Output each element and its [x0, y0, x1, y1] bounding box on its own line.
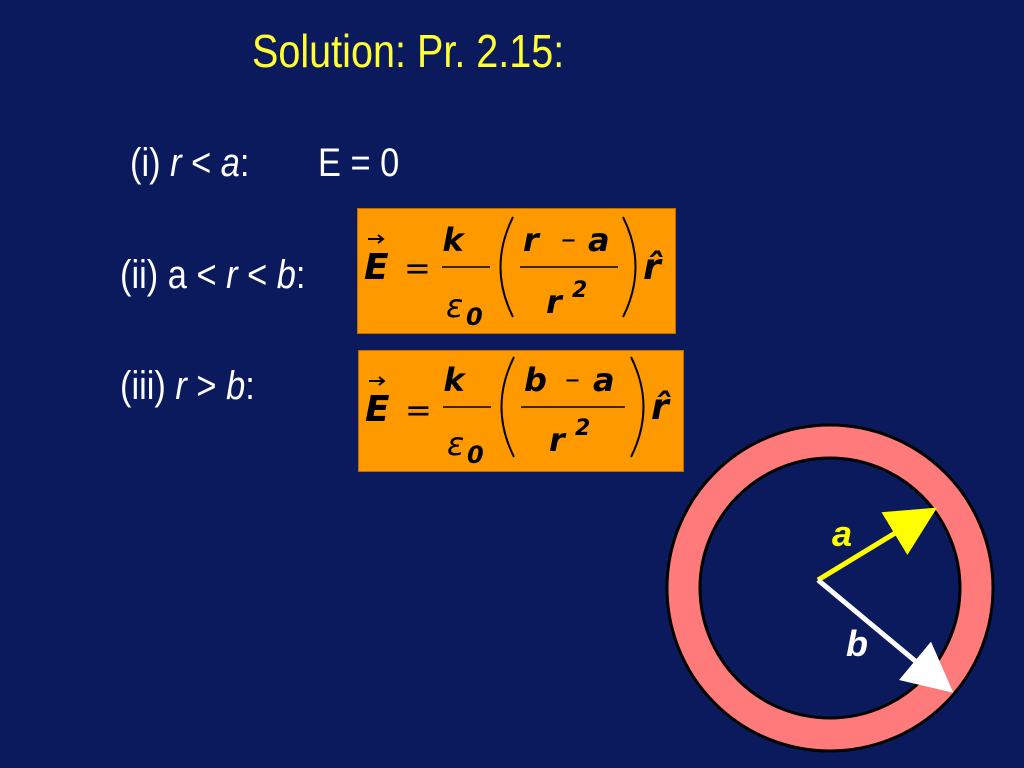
- case-iii-condition: (iii) r > b:: [120, 364, 255, 408]
- eq-inner-superscript: 2: [572, 278, 587, 303]
- eq-minus: –: [561, 222, 576, 257]
- eq-unit-vector: r̂: [643, 247, 664, 288]
- label-a: a: [832, 513, 852, 554]
- eq-inner-numerator-right: a: [593, 361, 615, 399]
- page-title: Solution: Pr. 2.15:: [252, 25, 565, 77]
- eq-inner-numerator-right: a: [588, 221, 610, 259]
- right-paren-icon: [622, 216, 637, 318]
- eq-inner-denominator: r: [549, 421, 567, 459]
- eq-numerator: k: [443, 361, 466, 399]
- eq-inner-superscript: 2: [575, 416, 590, 441]
- eq-numerator: k: [442, 221, 465, 259]
- eq-minus: –: [565, 362, 580, 397]
- equation-iii: E = k ε 0 b – a r 2 r̂: [365, 356, 672, 469]
- equation-box-ii: E = k ε 0 r – a r 2 r̂: [357, 208, 676, 334]
- vector-arrow-icon: [368, 234, 385, 244]
- spherical-shell-diagram: a b: [660, 420, 1000, 760]
- eq-inner-numerator-left: b: [524, 361, 547, 399]
- eq-inner-numerator-left: r: [523, 221, 541, 259]
- label-b: b: [846, 623, 868, 664]
- eq-lhs: E: [364, 247, 389, 288]
- eq-lhs: E: [365, 389, 390, 430]
- eq-equals: =: [405, 391, 432, 429]
- eq-epsilon-subscript: 0: [466, 303, 483, 331]
- eq-equals: =: [404, 249, 431, 287]
- left-paren-icon: [500, 356, 515, 458]
- case-ii-condition: (ii) a < r < b:: [120, 253, 306, 297]
- eq-epsilon: ε: [446, 287, 463, 325]
- eq-epsilon: ε: [447, 425, 464, 463]
- right-paren-icon: [630, 356, 645, 458]
- case-i-result: E = 0: [318, 141, 400, 185]
- eq-unit-vector: r̂: [651, 387, 672, 428]
- equation-box-iii: E = k ε 0 b – a r 2 r̂: [358, 350, 684, 472]
- radius-b-arrow: [816, 578, 954, 693]
- left-paren-icon: [499, 216, 514, 318]
- eq-inner-denominator: r: [546, 283, 564, 321]
- eq-epsilon-subscript: 0: [467, 441, 484, 469]
- vector-arrow-icon: [369, 376, 386, 386]
- radius-a-arrow: [816, 507, 938, 583]
- equation-ii: E = k ε 0 r – a r 2 r̂: [364, 216, 664, 331]
- case-i-condition: (i) r < a:: [130, 141, 250, 185]
